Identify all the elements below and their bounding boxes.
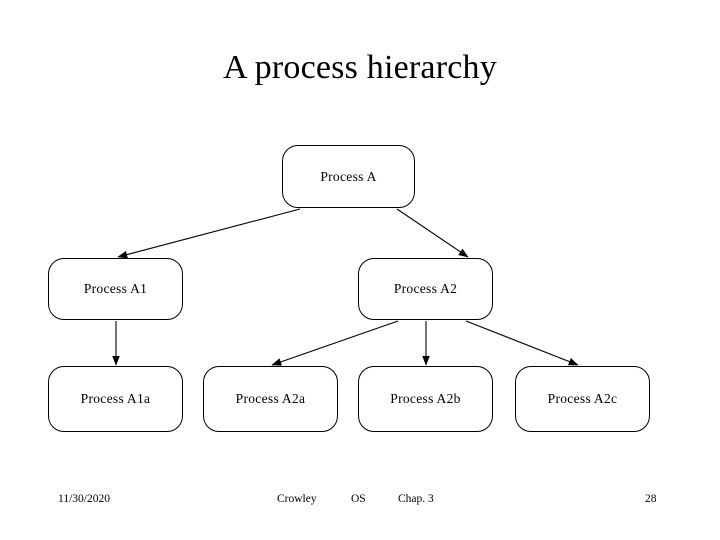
process-node-a2a[interactable]: Process A2a — [203, 366, 338, 432]
footer-date: 11/30/2020 — [58, 493, 110, 505]
process-node-label: Process A1a — [80, 391, 151, 406]
process-node-label: Process A2c — [547, 391, 618, 406]
footer-author: Crowley — [277, 493, 317, 505]
process-node-a2b[interactable]: Process A2b — [358, 366, 493, 432]
process-node-a1a[interactable]: Process A1a — [48, 366, 183, 432]
process-node-label: Process A1 — [83, 281, 148, 296]
edge-a-to-a2 — [396, 208, 469, 258]
process-node-label: Process A2 — [393, 281, 458, 296]
footer-chapter: Chap. 3 — [398, 493, 434, 505]
slide-footer: 11/30/2020 Crowley OS Chap. 3 28 — [0, 492, 720, 516]
process-node-a2[interactable]: Process A2 — [358, 258, 493, 320]
footer-course: OS — [351, 493, 366, 505]
edge-a-to-a1 — [117, 208, 301, 259]
process-node-label: Process A — [320, 168, 377, 184]
process-node-a1[interactable]: Process A1 — [48, 258, 183, 320]
footer-page-number: 28 — [645, 493, 657, 505]
process-node-label: Process A2b — [390, 391, 461, 406]
edge-a2-to-a2c — [465, 320, 579, 366]
page-title: A process hierarchy — [223, 49, 497, 86]
process-node-a2c[interactable]: Process A2c — [515, 366, 650, 432]
edge-a2-to-a2a — [271, 320, 399, 366]
process-node-a[interactable]: Process A — [282, 145, 415, 208]
process-node-label: Process A2a — [235, 391, 306, 406]
